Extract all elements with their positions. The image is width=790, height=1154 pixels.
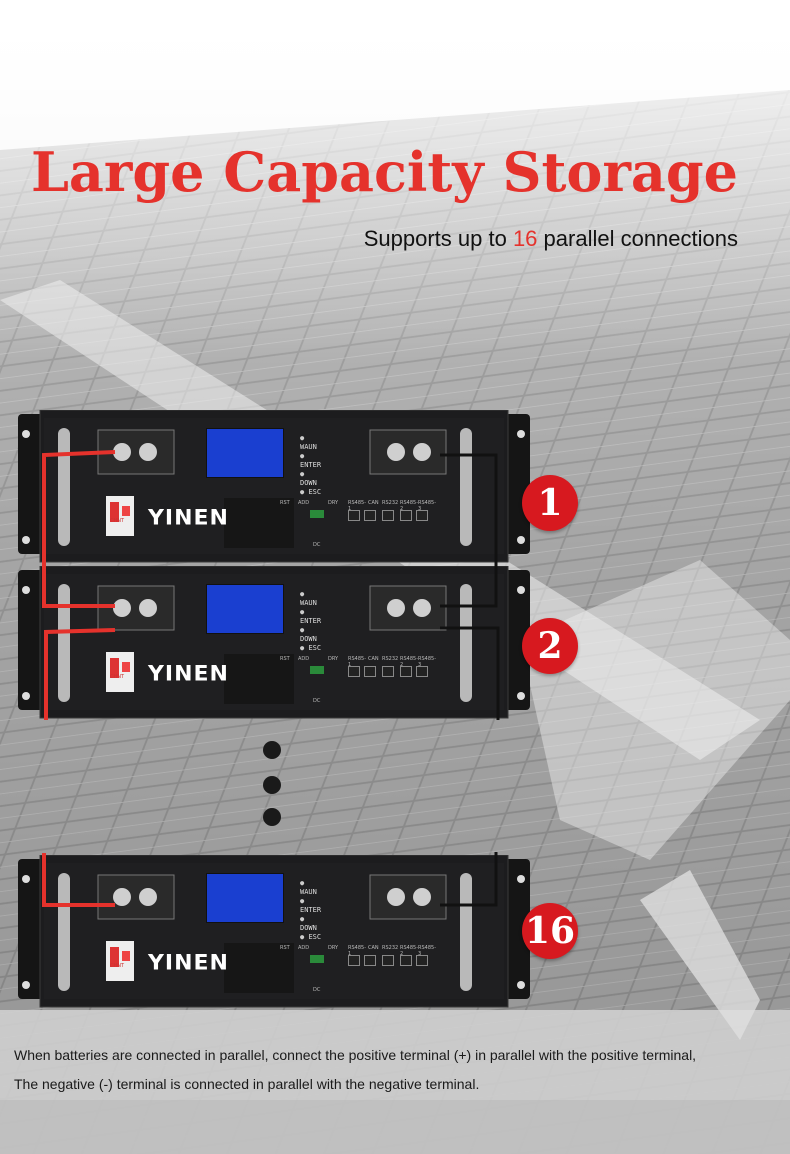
lcd-screen: [206, 873, 284, 923]
port-rs232[interactable]: [382, 666, 394, 677]
port-label-rs485-1: RS485-1: [348, 945, 366, 957]
switch-label: DC: [313, 987, 321, 993]
menu-esc[interactable]: ESC: [300, 488, 321, 497]
menu-waun[interactable]: WAUN: [300, 434, 321, 452]
subtitle: Supports up to 16 parallel connections: [364, 226, 738, 252]
menu-labels: WAUN ENTER DOWN ESC: [300, 434, 321, 497]
badge-16: 16: [522, 903, 578, 959]
menu-enter[interactable]: ENTER: [300, 452, 321, 470]
breaker-label: CHNT: [110, 518, 125, 524]
port-label-rs485-2: RS485-2: [400, 500, 418, 512]
ellipsis-dot-1: [263, 741, 281, 759]
port-label-dry: DRY: [328, 656, 339, 662]
port-label-can: CAN: [368, 656, 379, 662]
port-rs485-3[interactable]: [416, 510, 428, 521]
port-can[interactable]: [364, 666, 376, 677]
port-label-can: CAN: [368, 945, 379, 951]
menu-labels: WAUN ENTER DOWN ESC: [300, 590, 321, 653]
port-can[interactable]: [364, 510, 376, 521]
subtitle-suffix: parallel connections: [537, 226, 738, 251]
port-label-can: CAN: [368, 500, 379, 506]
port-label-rs232: RS232: [382, 945, 399, 951]
port-label-rs485-3: RS485-3: [418, 500, 436, 512]
note-line-2: The negative (-) terminal is connected i…: [14, 1076, 480, 1092]
port-rs232[interactable]: [382, 510, 394, 521]
menu-esc[interactable]: ESC: [300, 644, 321, 653]
brand-logo: YINEN: [148, 506, 229, 531]
menu-waun[interactable]: WAUN: [300, 879, 321, 897]
subtitle-number: 16: [512, 226, 538, 251]
port-rs485-3[interactable]: [416, 666, 428, 677]
port-rs485-1[interactable]: [348, 510, 360, 521]
port-label-rs485-3: RS485-3: [418, 656, 436, 668]
subtitle-prefix: Supports up to: [363, 226, 513, 251]
port-label-add: ADD: [298, 656, 310, 662]
port-label-dry: DRY: [328, 500, 339, 506]
ellipsis-dot-3: [263, 808, 281, 826]
menu-waun[interactable]: WAUN: [300, 590, 321, 608]
headline: Large Capacity Storage: [30, 140, 738, 204]
note-line-1: When batteries are connected in parallel…: [14, 1047, 697, 1063]
port-label-dry: DRY: [328, 945, 339, 951]
port-label-rs485-3: RS485-3: [418, 945, 436, 957]
port-rs485-1[interactable]: [348, 955, 360, 966]
port-label-add: ADD: [298, 500, 310, 506]
port-can[interactable]: [364, 955, 376, 966]
menu-labels: WAUN ENTER DOWN ESC: [300, 879, 321, 942]
port-rs485-1[interactable]: [348, 666, 360, 677]
port-label-rst: RST: [280, 945, 290, 951]
menu-down[interactable]: DOWN: [300, 626, 321, 644]
port-rs485-2[interactable]: [400, 510, 412, 521]
port-label-rs485-2: RS485-2: [400, 945, 418, 957]
switch-label: DC: [313, 542, 321, 548]
port-rs485-2[interactable]: [400, 666, 412, 677]
menu-down[interactable]: DOWN: [300, 470, 321, 488]
lcd-screen: [206, 428, 284, 478]
breaker-label: CHNT: [110, 963, 125, 969]
brand-logo: YINEN: [148, 662, 229, 687]
port-label-rs485-1: RS485-1: [348, 500, 366, 512]
port-label-rs232: RS232: [382, 500, 399, 506]
menu-enter[interactable]: ENTER: [300, 897, 321, 915]
port-label-rst: RST: [280, 500, 290, 506]
badge-1: 1: [522, 475, 578, 531]
port-label-rs485-1: RS485-1: [348, 656, 366, 668]
port-label-add: ADD: [298, 945, 310, 951]
brand-logo: YINEN: [148, 951, 229, 976]
port-label-rs485-2: RS485-2: [400, 656, 418, 668]
menu-enter[interactable]: ENTER: [300, 608, 321, 626]
menu-down[interactable]: DOWN: [300, 915, 321, 933]
ellipsis-dot-2: [263, 776, 281, 794]
port-label-rs232: RS232: [382, 656, 399, 662]
port-label-rst: RST: [280, 656, 290, 662]
port-rs232[interactable]: [382, 955, 394, 966]
port-rs485-3[interactable]: [416, 955, 428, 966]
port-rs485-2[interactable]: [400, 955, 412, 966]
badge-2: 2: [522, 618, 578, 674]
menu-esc[interactable]: ESC: [300, 933, 321, 942]
lcd-screen: [206, 584, 284, 634]
breaker-label: CHNT: [110, 674, 125, 680]
switch-label: DC: [313, 698, 321, 704]
